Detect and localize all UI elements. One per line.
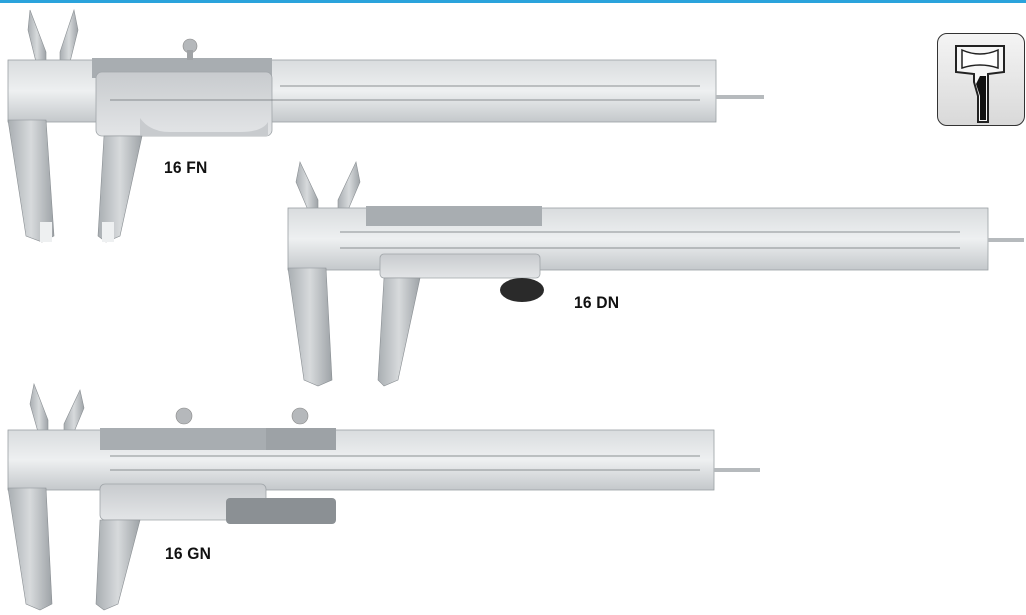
caliper-16-fn	[7, 8, 764, 243]
caliper-16-gn	[7, 382, 760, 611]
product-label-16-gn: 16 GN	[165, 544, 212, 563]
product-label-16-dn: 16 DN	[574, 293, 620, 312]
jaw-profile-icon	[937, 33, 1025, 126]
product-label-16-fn: 16 FN	[164, 158, 208, 177]
caliper-16-dn	[287, 161, 1024, 387]
top-accent-bar	[0, 0, 1026, 3]
